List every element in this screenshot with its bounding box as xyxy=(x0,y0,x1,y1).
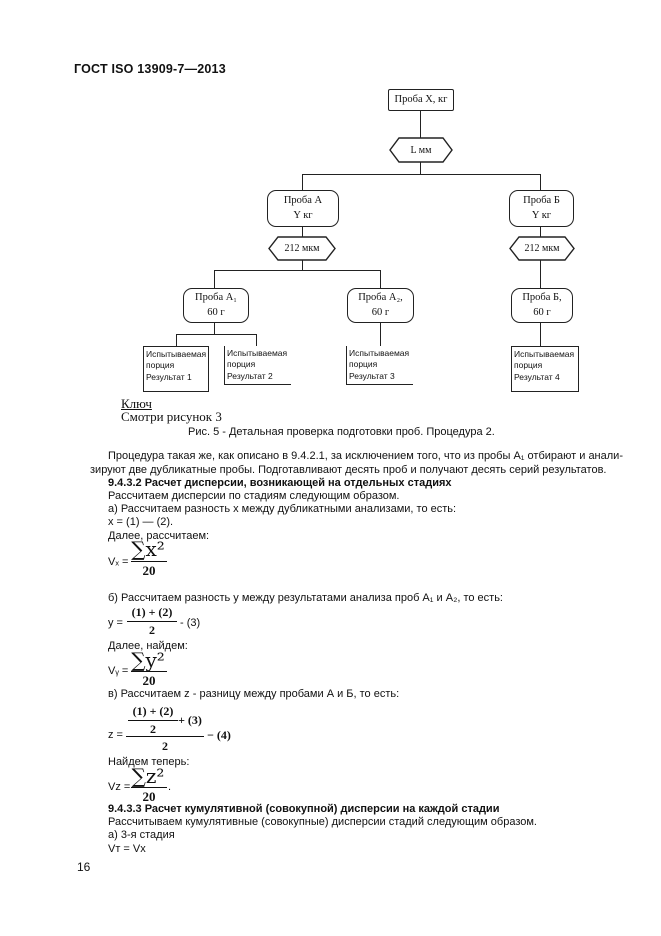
key-text: Смотри рисунок 3 xyxy=(121,409,222,424)
result-1-line-1: Испытываемая xyxy=(146,349,207,359)
body-line-stage-3: а) 3-я стадия xyxy=(108,829,175,841)
y-numerator: (1) + (2) xyxy=(131,605,173,619)
sample-a-mass: Y кг xyxy=(293,209,313,221)
sample-a2-box: Проба А₂, 60 г xyxy=(347,288,414,323)
paragraph-line-1: Процедура такая же, как описано в 9.4.2.… xyxy=(108,450,623,462)
sample-a2-mass: 60 г xyxy=(371,306,390,318)
result-box-4: Испытываемая порция Результат 4 xyxy=(511,346,579,392)
sieve-b-label: 212 мкм xyxy=(524,243,560,254)
sample-b1-box: Проба Б, 60 г xyxy=(511,288,573,323)
vx-lhs: Vₓ = xyxy=(108,556,129,568)
key-title: Ключ xyxy=(121,396,152,411)
sample-a-label: Проба А xyxy=(283,195,323,207)
sample-a1-box: Проба А₁ 60 г xyxy=(183,288,249,323)
result-3-line-2: порция xyxy=(349,359,378,370)
section-heading-9-4-3-3: 9.4.3.3 Расчет кумулятивной (совокупной)… xyxy=(108,803,500,815)
sample-a2-label: Проба А₂, xyxy=(358,292,403,304)
body-line-stages: Рассчитаем дисперсии по стадиям следующи… xyxy=(108,490,400,502)
result-3-line-3: Результат 3 xyxy=(349,370,395,381)
vz-dot: . xyxy=(168,781,172,793)
z-inner-numerator: (1) + (2) xyxy=(132,704,174,718)
result-1-line-3: Результат 1 xyxy=(146,371,192,382)
vy-lhs: Vᵧ = xyxy=(108,665,129,677)
z-plus-3: + (3) xyxy=(178,713,202,727)
sample-b1-mass: 60 г xyxy=(533,306,551,318)
y-tail: - (3) xyxy=(180,617,201,629)
z-lhs: z = xyxy=(108,729,123,741)
result-box-1: Испытываемая порция Результат 1 xyxy=(143,346,209,392)
z-tail: − (4) xyxy=(207,728,231,742)
sieve-top-node: L мм xyxy=(389,137,453,163)
sieve-b-node: 212 мкм xyxy=(509,236,575,261)
y-lhs: y = xyxy=(108,617,123,629)
document-header: ГОСТ ISO 13909-7—2013 xyxy=(74,62,226,76)
result-2-line-2: порция xyxy=(227,359,256,370)
body-line-cumulative: Рассчитываем кумулятивные (совокупные) д… xyxy=(108,816,537,828)
sieve-a-node: 212 мкм xyxy=(268,236,336,261)
sample-b-label: Проба Б xyxy=(523,195,560,207)
vx-numerator: ∑x² xyxy=(131,537,165,561)
body-line-next-2: Далее, найдем: xyxy=(108,640,188,652)
result-3-line-1: Испытываемая xyxy=(349,348,410,358)
page-number: 16 xyxy=(77,860,91,874)
z-inner-denominator: 2 xyxy=(150,722,156,736)
body-line-find: Найдем теперь: xyxy=(108,756,190,768)
vy-denominator: 20 xyxy=(142,673,156,688)
sample-b-box: Проба Б Y кг xyxy=(509,190,574,227)
body-line-c: в) Рассчитаем z - разницу между пробами … xyxy=(108,688,400,700)
section-heading-9-4-3-2: 9.4.3.2 Расчет дисперсии, возникающей на… xyxy=(108,477,452,489)
sample-b1-label: Проба Б, xyxy=(522,292,562,304)
sieve-a-label: 212 мкм xyxy=(284,243,320,254)
sample-b-mass: Y кг xyxy=(531,209,552,221)
vz-lhs: Vz = xyxy=(108,781,131,793)
vy-numerator: ∑y² xyxy=(131,648,165,672)
result-4-line-2: порция xyxy=(514,360,543,371)
root-sample-box: Проба X, кг xyxy=(388,89,454,111)
sample-a1-mass: 60 г xyxy=(207,306,225,318)
body-line-b: б) Рассчитаем разность y между результат… xyxy=(108,592,503,604)
result-4-line-3: Результат 4 xyxy=(514,371,560,382)
body-line-a: а) Рассчитаем разность x между дубликатн… xyxy=(108,503,457,515)
result-1-line-2: порция xyxy=(146,360,175,371)
sieve-top-label: L мм xyxy=(410,144,432,156)
vx-denominator: 20 xyxy=(142,563,156,578)
root-sample-label: Проба X, кг xyxy=(394,93,448,105)
result-2-line-1: Испытываемая xyxy=(227,348,288,358)
vz-denominator: 20 xyxy=(142,789,156,804)
z-denominator: 2 xyxy=(162,739,168,753)
paragraph-line-2: зируют две дубликатные пробы. Подготавли… xyxy=(90,464,607,476)
formula-x: x = (1) — (2). xyxy=(108,516,174,528)
sample-a-box: Проба А Y кг xyxy=(267,190,339,227)
result-box-3: Испытываемая порция Результат 3 xyxy=(346,346,413,385)
y-denominator: 2 xyxy=(149,623,155,637)
figure-caption: Рис. 5 - Детальная проверка подготовки п… xyxy=(188,426,495,438)
vz-numerator: ∑z² xyxy=(131,764,165,788)
body-line-next: Далее, рассчитаем: xyxy=(108,530,210,542)
result-2-line-3: Результат 2 xyxy=(227,370,273,381)
formula-vt: Vт = Vх xyxy=(108,843,146,855)
sample-a1-label: Проба А₁ xyxy=(195,292,237,304)
result-4-line-1: Испытываемая xyxy=(514,349,575,359)
result-box-2: Испытываемая порция Результат 2 xyxy=(224,346,291,385)
